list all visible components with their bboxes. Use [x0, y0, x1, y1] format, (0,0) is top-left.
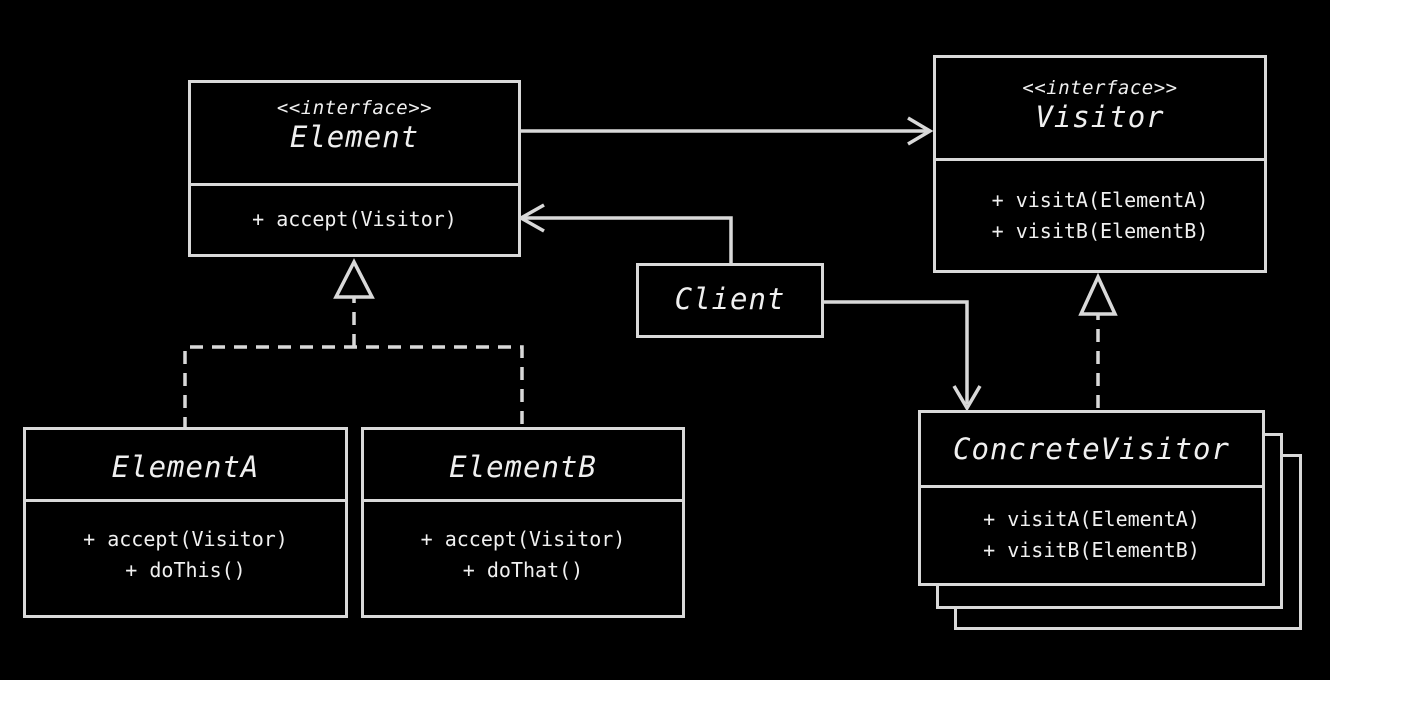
elementa-method: + accept(Visitor) [83, 527, 288, 551]
elementb-class-name: ElementB [449, 450, 597, 484]
elementa-class-name: ElementA [111, 450, 260, 484]
elementa-box: ElementA + accept(Visitor) + doThis() [23, 427, 348, 618]
element-stereotype: <<interface>> [276, 97, 433, 119]
visitor-realization-triangle [1078, 272, 1118, 316]
realization-elementa-elementb [183, 297, 524, 430]
element-interface-box: <<interface>> Element + accept(Visitor) [188, 80, 521, 257]
visitor-stereotype: <<interface>> [1022, 77, 1178, 99]
client-to-concretevisitor-arrow [823, 300, 969, 404]
elementb-method: + doThat() [462, 558, 584, 582]
visitor-interface-box: <<interface>> Visitor + visitA(ElementA)… [933, 55, 1267, 273]
elementa-method: + doThis() [125, 558, 246, 582]
client-box: Client [636, 263, 824, 338]
elementb-method: + accept(Visitor) [420, 527, 626, 551]
connectors [183, 116, 1118, 430]
concretevisitor-method: + visitA(ElementA) [983, 507, 1200, 531]
element-class-name: Element [289, 120, 420, 154]
client-to-element-arrow [522, 216, 733, 264]
client-to-element-arrowhead [517, 203, 545, 233]
element-to-visitor-arrowhead [907, 116, 934, 146]
element-realization-triangle [333, 258, 375, 299]
diagram-canvas: <<interface>> Element + accept(Visitor) … [0, 0, 1330, 680]
element-method: + accept(Visitor) [252, 207, 457, 231]
concretevisitor-method: + visitB(ElementB) [983, 538, 1200, 562]
concretevisitor-class-name: ConcreteVisitor [953, 432, 1230, 466]
client-class-name: Client [674, 282, 786, 316]
client-to-concretevisitor-arrowhead [952, 385, 982, 412]
visitor-method: + visitA(ElementA) [991, 188, 1209, 212]
visitor-class-name: Visitor [1035, 100, 1165, 134]
elementb-box: ElementB + accept(Visitor) + doThat() [361, 427, 685, 618]
concretevisitor-box: ConcreteVisitor + visitA(ElementA) + vis… [918, 410, 1265, 586]
visitor-method: + visitB(ElementB) [991, 219, 1209, 243]
